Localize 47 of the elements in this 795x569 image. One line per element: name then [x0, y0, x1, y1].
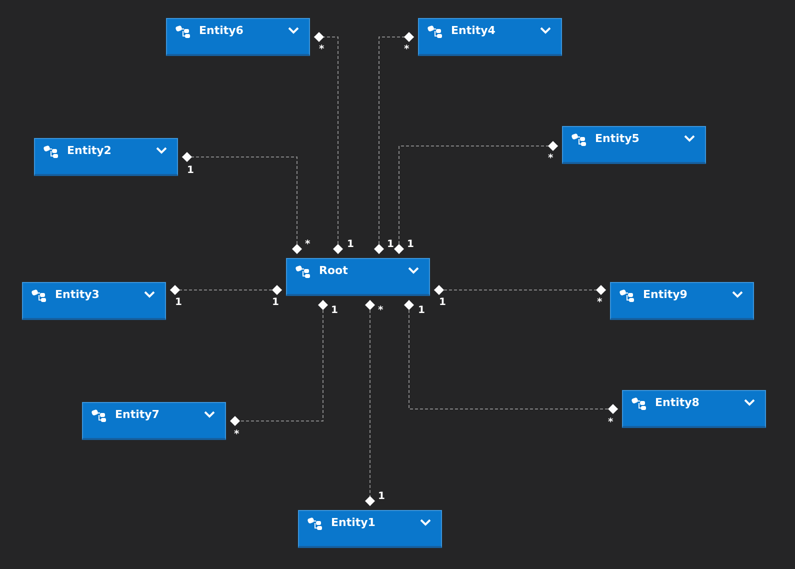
entity-box	[286, 258, 430, 296]
connector-line	[404, 300, 618, 414]
entity-box	[166, 18, 310, 56]
entity-name: Root	[319, 264, 348, 277]
multiplicity-label: 1	[439, 298, 446, 308]
multiplicity-label: *	[608, 418, 614, 428]
entity-box	[418, 18, 562, 56]
connector-line	[170, 285, 282, 295]
multiplicity-label: 1	[187, 166, 194, 176]
multiplicity-label: 1	[331, 306, 338, 316]
connector-line	[374, 32, 414, 254]
entity-name: Entity3	[55, 288, 100, 301]
multiplicity-label: 1	[418, 306, 425, 316]
multiplicity-label: 1	[378, 492, 385, 502]
connector-line	[182, 152, 302, 254]
entity-name: Entity7	[115, 408, 160, 421]
multiplicity-label: *	[404, 45, 410, 55]
entity-box	[22, 282, 166, 320]
multiplicity-label: 1	[407, 240, 414, 250]
entity-box	[34, 138, 178, 176]
connector-line	[394, 141, 558, 254]
entity-name: Entity2	[67, 144, 112, 157]
entity-box	[298, 510, 442, 548]
multiplicity-label: 1	[175, 298, 182, 308]
entity-name: Entity6	[199, 24, 244, 37]
entity-box	[610, 282, 754, 320]
entity-box	[562, 126, 706, 164]
multiplicity-label: 1	[387, 240, 394, 250]
entity-box	[622, 390, 766, 428]
multiplicity-label: *	[548, 154, 554, 164]
entity-name: Entity5	[595, 132, 640, 145]
multiplicity-label: 1	[272, 298, 279, 308]
entity-name: Entity8	[655, 396, 700, 409]
connector-line	[230, 300, 328, 426]
connector-line	[365, 300, 375, 506]
entity-name: Entity4	[451, 24, 496, 37]
multiplicity-label: *	[234, 430, 240, 440]
multiplicity-label: *	[378, 306, 384, 316]
multiplicity-label: 1	[347, 240, 354, 250]
multiplicity-label: *	[597, 298, 602, 308]
entity-name: Entity9	[643, 288, 688, 301]
connector-line	[314, 32, 343, 254]
multiplicity-label: *	[319, 45, 324, 55]
multiplicity-label: *	[305, 240, 310, 250]
entity-box	[82, 402, 226, 440]
entity-name: Entity1	[331, 516, 376, 529]
connector-line	[434, 285, 606, 295]
